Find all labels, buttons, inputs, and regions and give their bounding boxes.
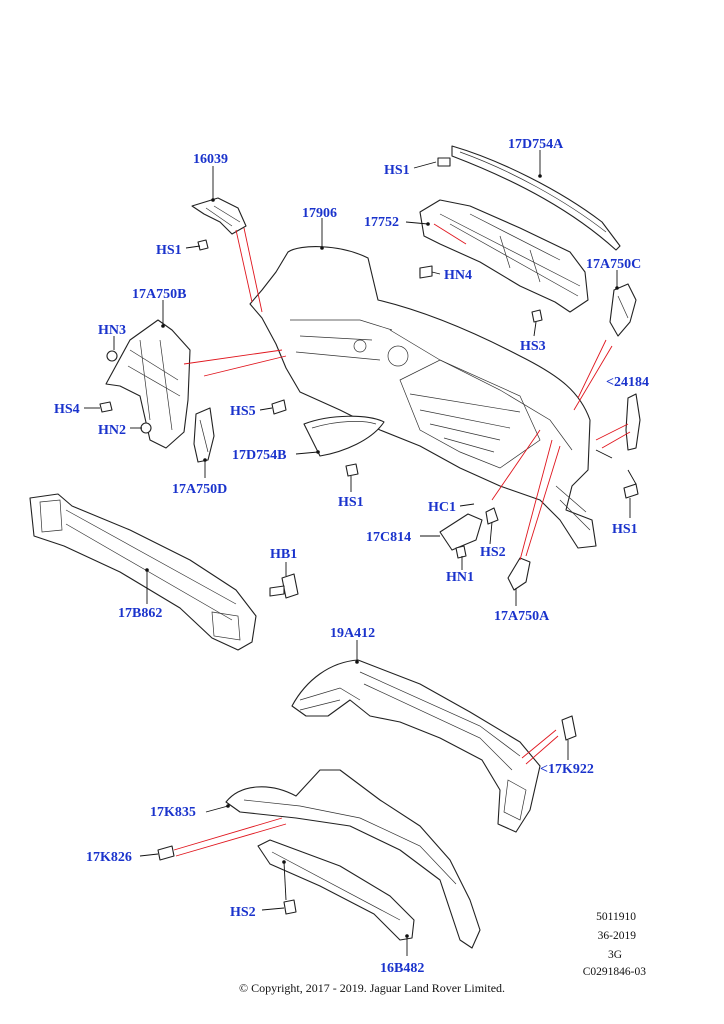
meta-line-1: 5011910 — [596, 911, 636, 923]
energy-absorber-part — [419, 199, 589, 313]
fasteners — [99, 265, 639, 915]
label-17k826: 17K826 — [86, 850, 132, 865]
label-hs1-mid: HS1 — [338, 495, 364, 510]
label-hs5: HS5 — [230, 404, 256, 419]
under-cover-part — [257, 839, 415, 941]
label-hc1: HC1 — [428, 500, 456, 515]
label-hs1-left: HS1 — [156, 243, 182, 258]
bracket-24184-part — [625, 393, 641, 451]
label-hn2: HN2 — [98, 423, 126, 438]
copyright-notice: © Copyright, 2017 - 2019. Jaguar Land Ro… — [239, 981, 505, 995]
bracket-17a750a-part — [507, 557, 531, 591]
bracket-17a750c-part — [609, 283, 637, 337]
label-19a412: 19A412 — [330, 626, 375, 641]
label-24184: <24184 — [606, 375, 649, 390]
reflector-surround-part — [303, 415, 385, 457]
bracket-16039-part — [191, 197, 247, 251]
leader-lines — [84, 150, 637, 956]
label-hs2-bottom: HS2 — [230, 905, 256, 920]
part-labels: 16039 17906 17D754A HS1 17752 HS1 HN4 17… — [54, 137, 649, 976]
clip-17k922-part — [561, 715, 577, 741]
bracket-17a750d-part — [193, 407, 215, 463]
label-17b862: 17B862 — [118, 606, 162, 621]
callout-lines — [173, 223, 631, 857]
label-hn4: HN4 — [444, 268, 472, 283]
label-17a750b: 17A750B — [132, 287, 186, 302]
label-hn3: HN3 — [98, 323, 126, 338]
label-16b482: 16B482 — [380, 961, 424, 976]
label-hs1-top: HS1 — [384, 163, 410, 178]
lower-trim-part — [225, 769, 481, 949]
label-17d754a: 17D754A — [508, 137, 564, 152]
spoiler-strip-part — [437, 145, 621, 251]
label-hs3: HS3 — [520, 339, 546, 354]
meta-line-2: 36-2019 — [598, 930, 637, 942]
label-hs4: HS4 — [54, 402, 80, 417]
meta-line-3: 3G — [608, 949, 622, 961]
meta-line-4: C0291846-03 — [583, 966, 647, 978]
bracket-17a750b-part — [105, 319, 191, 449]
label-hn1: HN1 — [446, 570, 474, 585]
label-hs1-right: HS1 — [612, 522, 638, 537]
label-17k835: 17K835 — [150, 805, 196, 820]
label-16039: 16039 — [193, 152, 228, 167]
label-17d754b: 17D754B — [232, 448, 286, 463]
label-hs2-mid: HS2 — [480, 545, 506, 560]
label-17k922: <17K922 — [540, 762, 594, 777]
bracket-17c814-part — [439, 507, 499, 559]
label-17906: 17906 — [302, 206, 337, 221]
label-17a750a: 17A750A — [494, 609, 550, 624]
bumper-beam-part — [29, 493, 257, 651]
label-17752: 17752 — [364, 215, 399, 230]
label-17a750d: 17A750D — [172, 482, 227, 497]
drawing-meta: 5011910 36-2019 3G C0291846-03 — [583, 911, 647, 978]
label-hb1: HB1 — [270, 547, 297, 562]
lower-valance-part — [291, 659, 541, 833]
label-17a750c: 17A750C — [586, 257, 641, 272]
bolt-hb1-part — [269, 573, 299, 599]
bumper-cover-part — [249, 246, 597, 549]
label-17c814: 17C814 — [366, 530, 411, 545]
